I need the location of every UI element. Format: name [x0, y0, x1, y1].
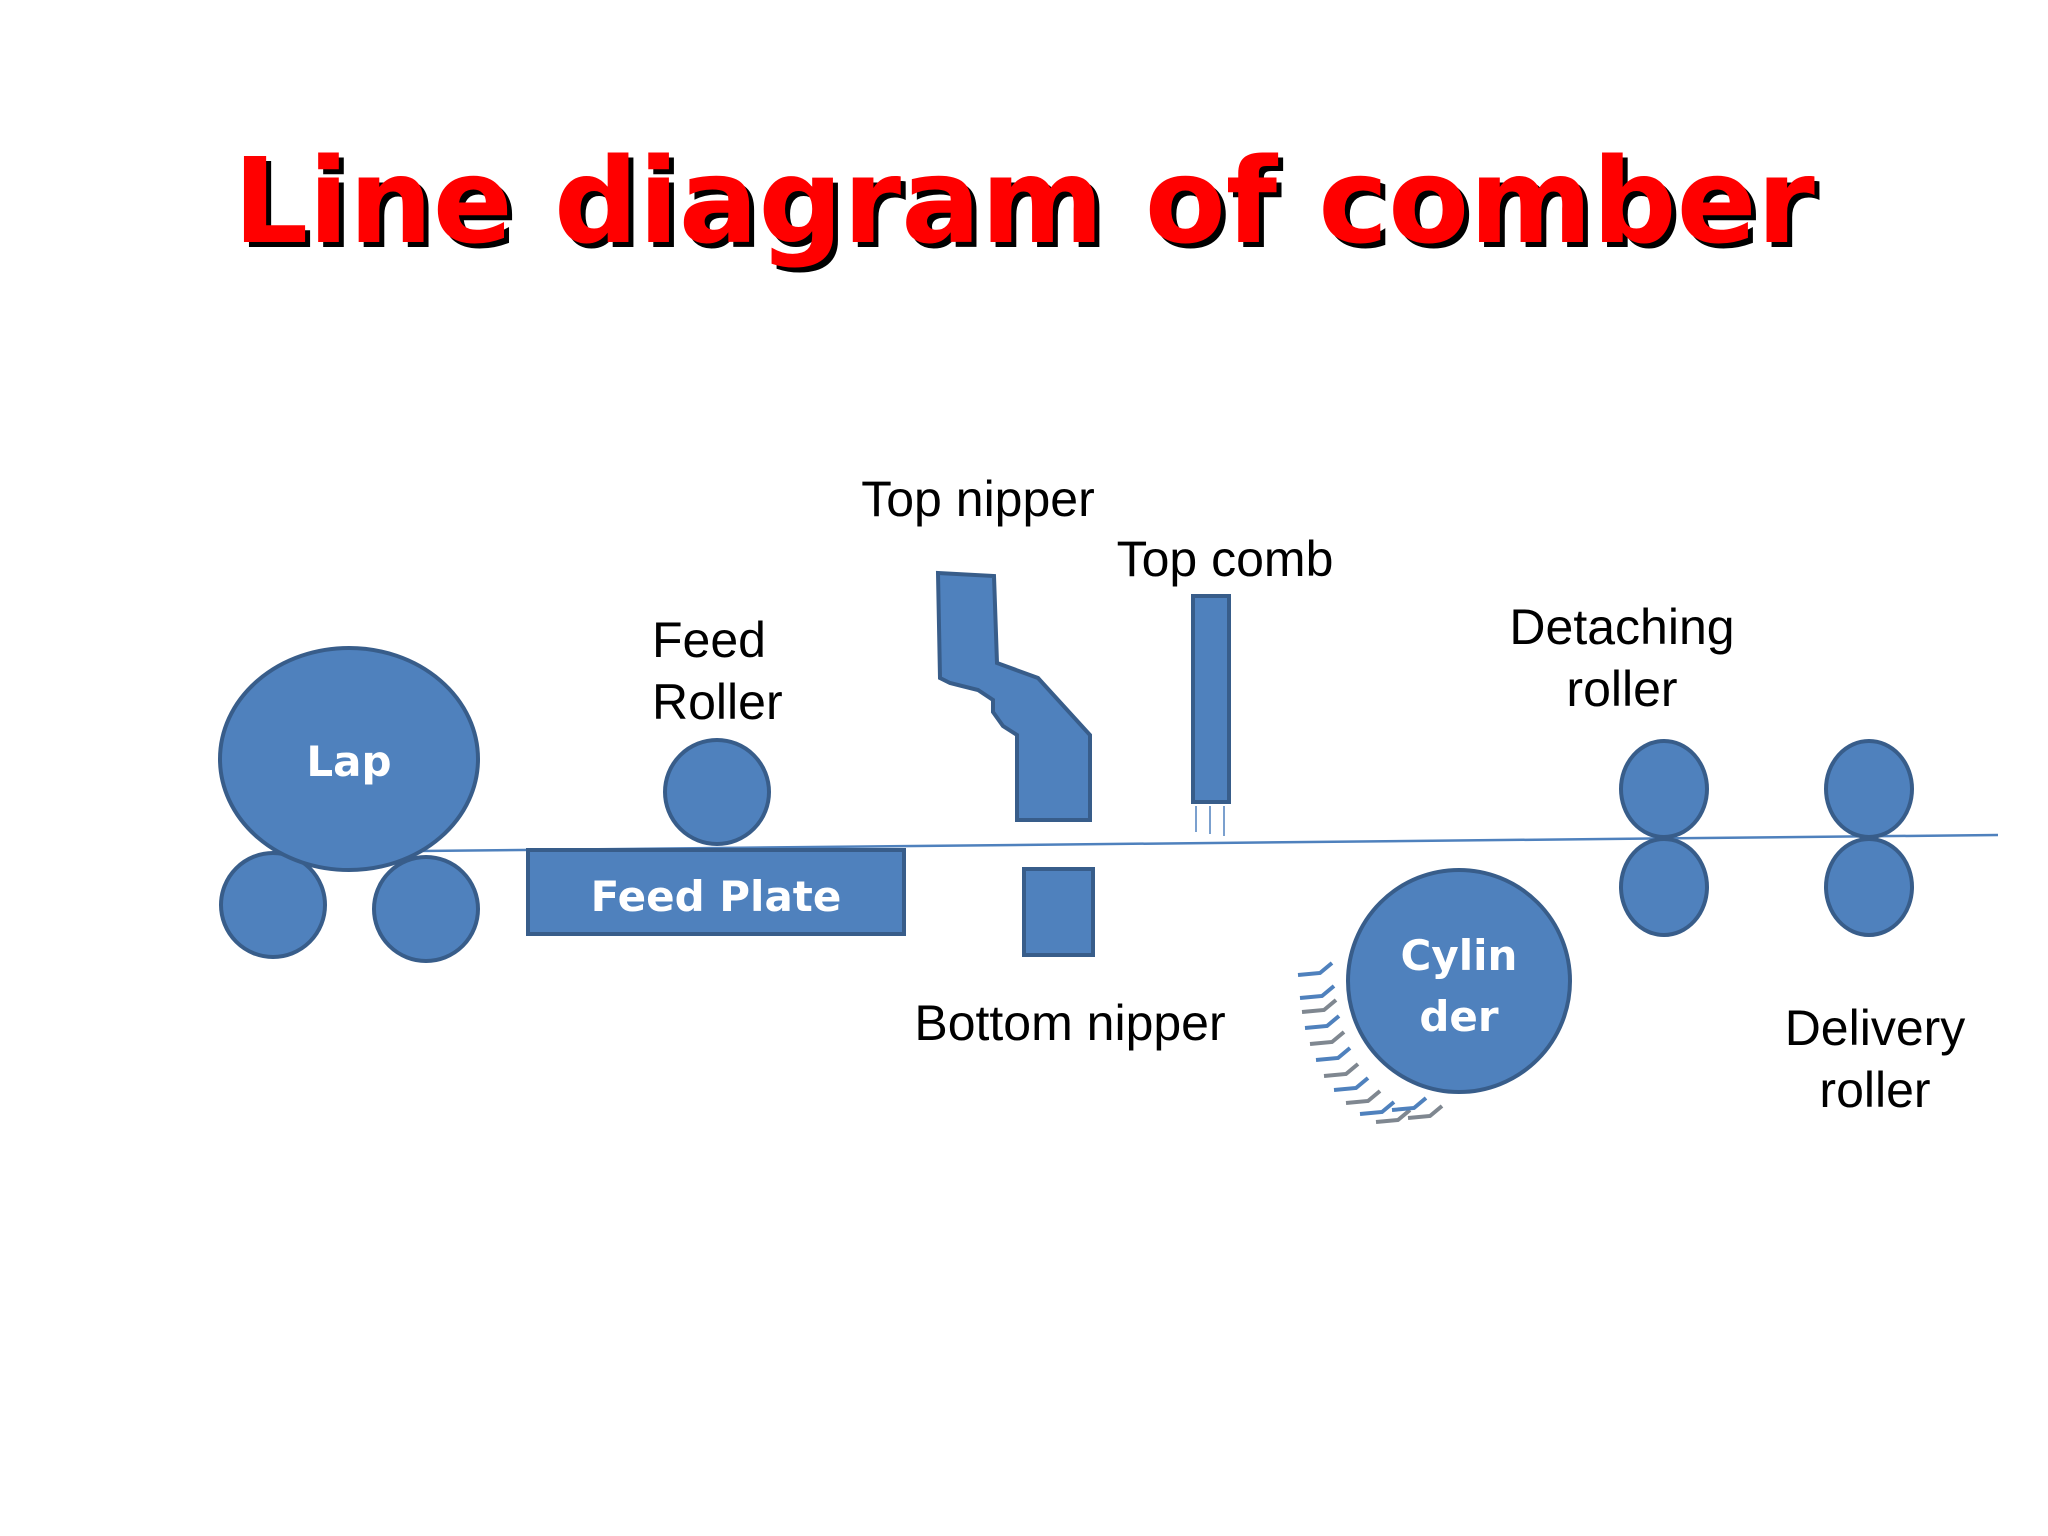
cylinder-assembly: Cylin der: [1297, 868, 1572, 1124]
detaching-roller-top: [1619, 739, 1709, 839]
detaching-roller-assembly: Detaching roller: [1509, 599, 1735, 937]
cylinder-needle: [1309, 1030, 1346, 1046]
cylinder-needle: [1323, 1062, 1360, 1078]
cylinder-needle: [1345, 1089, 1382, 1105]
lap-assembly: Lap: [218, 646, 480, 963]
cylinder-needle: [1375, 1108, 1412, 1124]
delivery-roller-assembly: Delivery roller: [1785, 739, 1966, 1118]
top-comb-assembly: Top comb: [1117, 531, 1334, 836]
top-nipper: [935, 570, 1092, 822]
feed-plate: [526, 848, 906, 936]
lap-support-roller-right: [372, 855, 480, 963]
top-comb-label: Top comb: [1117, 531, 1334, 587]
cylinder-needle: [1299, 984, 1336, 1000]
cylinder-needle: [1391, 1096, 1428, 1112]
cylinder-label-line2: der: [1419, 992, 1499, 1041]
lap-label: Lap: [306, 737, 391, 786]
bottom-nipper-assembly: Bottom nipper: [914, 867, 1226, 1051]
delivery-roller-label-line2: roller: [1819, 1062, 1930, 1118]
delivery-roller-top: [1824, 739, 1914, 839]
feed-plate-assembly: Feed Plate: [526, 848, 906, 936]
cylinder-needle: [1297, 961, 1334, 977]
title-group: Line diagram of comber Line diagram of c…: [233, 132, 1820, 275]
delivery-roller-bottom: [1824, 837, 1914, 937]
cylinder-needle: [1315, 1046, 1352, 1062]
cylinder-needle: [1359, 1100, 1396, 1116]
bottom-nipper-label: Bottom nipper: [914, 995, 1225, 1051]
feed-roller: [663, 738, 771, 846]
bottom-nipper: [1022, 867, 1095, 957]
feed-roller-label-line2: Roller: [652, 674, 783, 730]
lap-support-roller-left: [219, 851, 327, 959]
cylinder-needle: [1333, 1076, 1370, 1092]
feed-plate-label: Feed Plate: [591, 872, 842, 921]
feed-roller-label-line1: Feed: [652, 612, 766, 668]
detaching-roller-bottom: [1619, 837, 1709, 937]
delivery-roller-label-line1: Delivery: [1785, 1000, 1966, 1056]
page-title: Line diagram of comber: [233, 132, 1815, 270]
top-nipper-assembly: Top nipper: [861, 471, 1095, 822]
cylinder: [1346, 868, 1572, 1094]
top-nipper-label: Top nipper: [861, 471, 1095, 527]
cylinder-needles: [1297, 961, 1444, 1124]
lap-roll: [218, 646, 480, 872]
cylinder-needle: [1407, 1104, 1444, 1120]
feed-roller-assembly: Feed Roller: [652, 612, 783, 846]
cylinder-needle: [1304, 1014, 1341, 1030]
detaching-roller-label-line2: roller: [1566, 661, 1677, 717]
cylinder-needle: [1301, 998, 1338, 1014]
detaching-roller-label-line1: Detaching: [1509, 599, 1734, 655]
top-comb: [1191, 594, 1231, 804]
page-title-shadow: Line diagram of comber: [238, 137, 1820, 275]
cylinder-label-line1: Cylin: [1401, 931, 1518, 980]
